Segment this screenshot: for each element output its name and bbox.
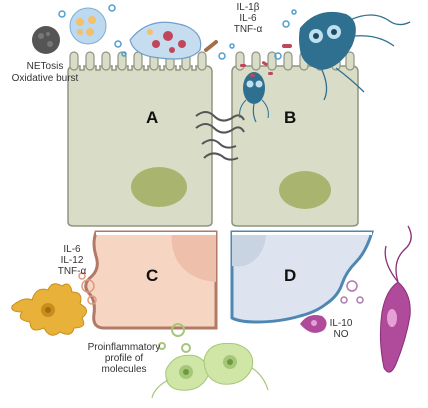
nucleus-a	[131, 167, 187, 207]
cytokine-top-2: IL-6	[239, 13, 257, 24]
vesicles-d	[340, 280, 364, 304]
green-parasite-1	[151, 354, 209, 399]
tight-junction	[195, 111, 245, 161]
nucleus-b	[279, 171, 331, 209]
cytokine-c-3: TNF-α	[57, 266, 87, 277]
vesicles-c	[78, 272, 97, 305]
vesicles-bottom	[158, 323, 191, 353]
cytokine-d-2: NO	[333, 329, 349, 340]
cytokine-c-1: IL-6	[63, 244, 81, 255]
oxidative-burst-label: Oxidative burst	[11, 73, 79, 84]
vesicles	[58, 4, 297, 60]
panel-label-b: B	[284, 108, 297, 127]
giardia-trophozoite-icon	[299, 11, 411, 101]
neutrophil-icon	[32, 26, 60, 54]
panel-label-a: A	[146, 108, 159, 127]
panel-d-macrophage	[230, 230, 375, 324]
panel-d-nucleus	[232, 232, 266, 267]
bacterium-icon	[204, 40, 218, 52]
proinflammatory-line-2: profile of	[104, 353, 144, 364]
red-particles	[240, 44, 292, 77]
magenta-amastigote-icon	[300, 315, 327, 333]
infected-cell-icon	[69, 7, 107, 45]
cytokine-top-3: TNF-α	[233, 24, 263, 35]
epithelial-cell-a	[67, 65, 213, 227]
giardia-attached-icon	[239, 72, 269, 123]
proinflammatory-line-3: molecules	[101, 364, 147, 375]
panel-label-d: D	[284, 266, 297, 285]
panel-label-c: C	[146, 266, 159, 285]
netosis-label: NETosis	[26, 61, 64, 72]
proinflammatory-line-1: Proinflammatory	[87, 342, 161, 353]
magenta-parasite-icon	[379, 225, 412, 373]
cytokine-d-1: IL-10	[329, 318, 353, 329]
trophozoite-icon	[129, 21, 202, 60]
cytokine-top-1: IL-1β	[236, 2, 260, 13]
green-parasite-2	[203, 342, 269, 391]
cytokine-c-2: IL-12	[60, 255, 84, 266]
panel-c-nucleus	[171, 232, 216, 282]
